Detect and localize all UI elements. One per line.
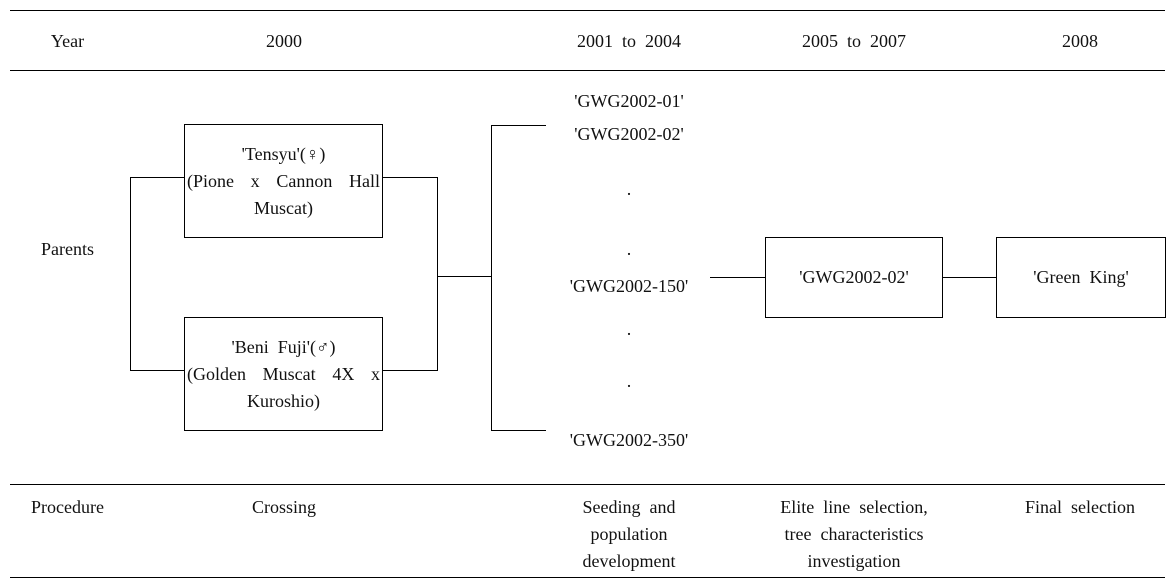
elite-selection-label: 'GWG2002-02' — [799, 267, 909, 287]
procedure-seeding-line1: Seeding and — [582, 497, 676, 517]
male-parent-box: 'Beni Fuji'(♂) (Golden Muscat 4X x Kuros… — [184, 317, 383, 431]
male-parent-name: 'Beni Fuji'(♂) — [231, 336, 336, 357]
elite-connector — [710, 277, 765, 278]
procedure-elite-line2: tree characteristics — [784, 524, 924, 544]
procedure-elite-line1: Elite line selection, — [780, 497, 928, 517]
cross-connector — [437, 276, 492, 277]
header-year-2005-2007: 2005 to 2007 — [801, 31, 906, 51]
right-bracket-bottom — [383, 370, 438, 371]
female-parent-name: 'Tensyu'(♀) — [241, 143, 326, 164]
seedling-ellipsis-dot-3: . — [626, 319, 632, 339]
seedling-gwg2002-01: 'GWG2002-01' — [574, 91, 684, 111]
bottom-rule — [10, 577, 1165, 578]
seedling-bracket-bottom — [491, 430, 546, 431]
procedure-rule — [10, 484, 1165, 485]
seedling-gwg2002-350: 'GWG2002-350' — [569, 430, 689, 450]
parents-label: Parents — [41, 239, 94, 259]
left-bracket-top — [130, 177, 184, 178]
final-cultivar-box: 'Green King' — [996, 237, 1166, 318]
right-bracket-vertical — [437, 177, 438, 371]
procedure-label: Procedure — [31, 497, 104, 517]
male-parent-cross-line1: (Golden Muscat 4X x — [187, 363, 380, 384]
female-parent-cross-line2: Muscat) — [254, 197, 313, 218]
final-cultivar-label: 'Green King' — [1033, 267, 1129, 287]
male-parent-cross-line2: Kuroshio) — [247, 390, 320, 411]
female-parent-box: 'Tensyu'(♀) (Pione x Cannon Hall Muscat) — [184, 124, 383, 238]
procedure-final-selection: Final selection — [1025, 497, 1135, 517]
header-year-2001-2004: 2001 to 2004 — [576, 31, 681, 51]
procedure-crossing: Crossing — [251, 497, 316, 517]
final-connector — [943, 277, 996, 278]
elite-selection-box: 'GWG2002-02' — [765, 237, 943, 318]
seedling-ellipsis-dot-1: . — [626, 179, 632, 199]
right-bracket-top — [383, 177, 438, 178]
header-year-label: Year — [50, 31, 85, 51]
procedure-seeding-line3: development — [582, 551, 676, 571]
seedling-bracket-vertical — [491, 125, 492, 430]
top-rule — [10, 10, 1165, 11]
seedling-bracket-top — [491, 125, 546, 126]
seedling-gwg2002-02: 'GWG2002-02' — [574, 124, 684, 144]
procedure-seeding-line2: population — [590, 524, 668, 544]
seedling-ellipsis-dot-4: . — [626, 371, 632, 391]
header-year-2008: 2008 — [1062, 31, 1098, 51]
left-bracket-vertical — [130, 177, 131, 370]
seedling-ellipsis-dot-2: . — [626, 239, 632, 259]
female-parent-cross-line1: (Pione x Cannon Hall — [187, 170, 380, 191]
header-rule — [10, 70, 1165, 71]
seedling-gwg2002-150: 'GWG2002-150' — [569, 276, 689, 296]
procedure-elite-line3: investigation — [807, 551, 901, 571]
header-year-2000: 2000 — [266, 31, 302, 51]
left-bracket-bottom — [130, 370, 184, 371]
